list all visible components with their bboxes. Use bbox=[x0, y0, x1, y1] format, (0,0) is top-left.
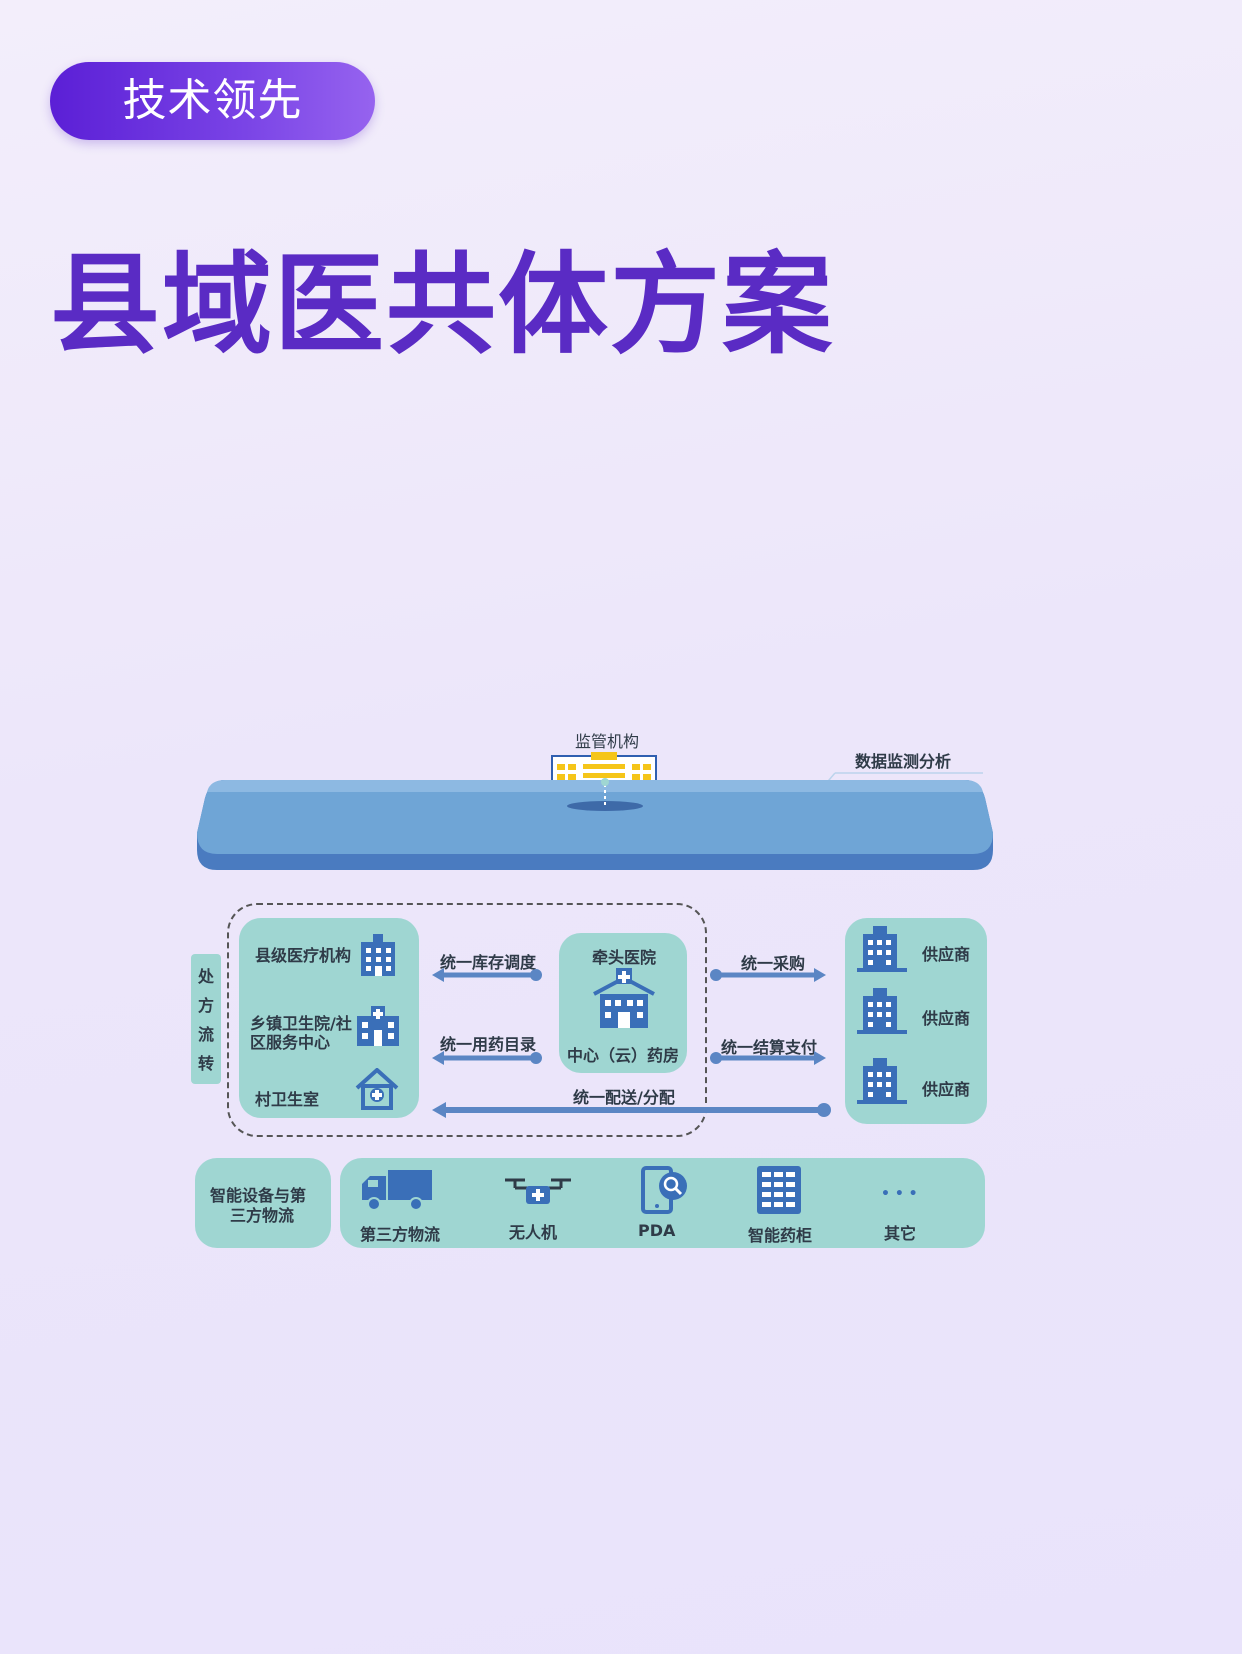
smart-device-title-1: 智能设备与第 bbox=[210, 1186, 307, 1205]
data-platform-bar bbox=[197, 778, 993, 870]
township-label-1: 乡镇卫生院/社 bbox=[250, 1014, 352, 1033]
supplier-building-icon bbox=[857, 988, 907, 1034]
regulator-label: 监管机构 bbox=[575, 732, 640, 751]
purchase-arrow-label: 统一采购 bbox=[741, 954, 806, 973]
smart-device-title-2: 三方物流 bbox=[230, 1206, 295, 1225]
settlement-arrow-label: 统一结算支付 bbox=[721, 1038, 818, 1057]
purchase-arrow bbox=[710, 968, 826, 982]
tech-leading-tag: 技术领先 bbox=[50, 62, 375, 140]
medical-community-group bbox=[227, 903, 707, 1137]
distribution-arrow-label: 统一配送/分配 bbox=[573, 1088, 675, 1107]
smart-device-title-panel bbox=[195, 1158, 331, 1248]
side-char: 处 bbox=[198, 967, 215, 986]
settlement-arrow bbox=[710, 1051, 826, 1065]
township-label-2: 区服务中心 bbox=[250, 1033, 331, 1052]
catalog-arrow-label: 统一用药目录 bbox=[440, 1035, 537, 1054]
lead-hospital-icon bbox=[593, 968, 655, 1028]
lead-hospital-label: 牵头医院 bbox=[592, 948, 657, 967]
truck-icon bbox=[362, 1170, 432, 1211]
supplier-label: 供应商 bbox=[922, 1080, 971, 1099]
village-clinic-label: 村卫生室 bbox=[255, 1090, 320, 1109]
distribution-arrow bbox=[432, 1102, 831, 1118]
device-label: 第三方物流 bbox=[360, 1225, 441, 1244]
cloud-pharmacy-label: 中心（云）药房 bbox=[567, 1046, 680, 1065]
device-label: 其它 bbox=[884, 1224, 917, 1243]
device-label: 无人机 bbox=[509, 1223, 558, 1242]
hospital-building-icon bbox=[361, 934, 395, 976]
devices-panel bbox=[340, 1158, 985, 1248]
monitor-label: 数据监测分析 bbox=[855, 752, 952, 771]
county-institution-label: 县级医疗机构 bbox=[255, 946, 352, 965]
supplier-label: 供应商 bbox=[922, 1009, 971, 1028]
drone-icon bbox=[505, 1178, 571, 1204]
ellipsis-icon: • • • bbox=[881, 1186, 918, 1202]
device-label: 智能药柜 bbox=[748, 1226, 813, 1245]
village-clinic-icon bbox=[355, 1068, 399, 1110]
catalog-arrow bbox=[432, 1051, 542, 1065]
medical-community-diagram: 监管机构 数据监测分析 处 方 流 bbox=[191, 728, 1040, 1328]
supplier-building-icon bbox=[857, 926, 907, 972]
inventory-arrow bbox=[432, 968, 542, 982]
prescription-flow-label: 处 方 流 转 bbox=[191, 954, 221, 1084]
device-label: PDA bbox=[638, 1221, 676, 1240]
inventory-arrow-label: 统一库存调度 bbox=[440, 953, 537, 972]
side-char: 流 bbox=[198, 1025, 215, 1044]
side-char: 方 bbox=[198, 996, 215, 1015]
health-center-icon bbox=[357, 1006, 399, 1046]
side-char: 转 bbox=[198, 1054, 215, 1073]
page-title: 县域医共体方案 bbox=[50, 241, 834, 369]
smart-cabinet-icon bbox=[757, 1166, 801, 1214]
supplier-label: 供应商 bbox=[922, 945, 971, 964]
supplier-building-icon bbox=[857, 1058, 907, 1104]
pda-icon bbox=[641, 1166, 687, 1214]
